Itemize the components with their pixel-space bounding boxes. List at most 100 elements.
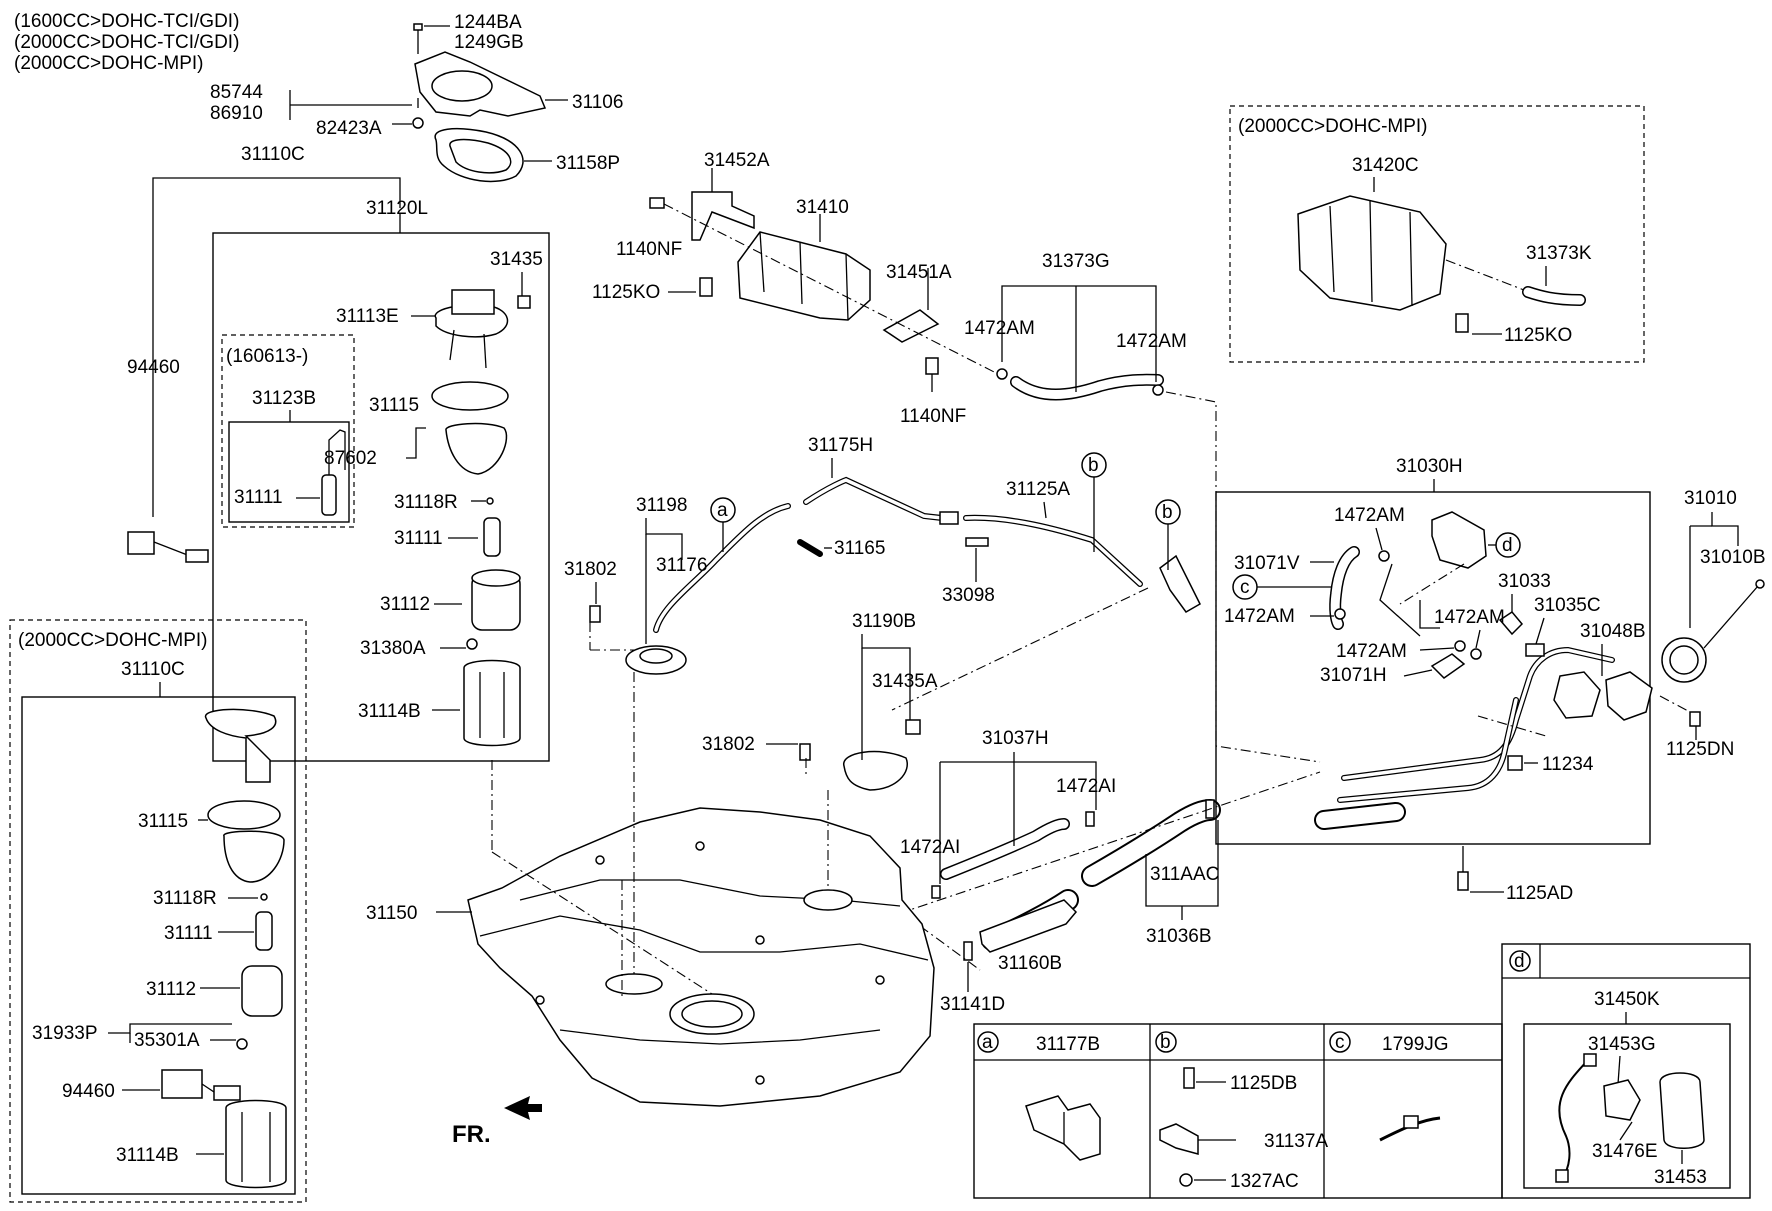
label-31380A: 31380A — [360, 638, 426, 659]
label-31110C-top: 31110C — [241, 144, 305, 165]
o-ring-31118R-icon — [486, 497, 494, 505]
label-1125DN: 1125DN — [1666, 739, 1734, 760]
label-31802-a: 31802 — [564, 559, 617, 580]
o-ring-31115-icon — [431, 381, 509, 411]
nut-1327AC-icon — [1179, 1173, 1193, 1187]
clip-31177B-icon — [1025, 1095, 1101, 1161]
mpi-regulator-icon — [236, 1038, 248, 1050]
label-85744: 85744 — [210, 82, 263, 103]
label-31373K: 31373K — [1526, 243, 1592, 264]
label-1125KO-b: 1125KO — [1504, 325, 1572, 346]
label-1125DB: 1125DB — [1230, 1073, 1297, 1094]
label-31137A: 31137A — [1264, 1131, 1328, 1152]
sender-94460-left — [127, 531, 209, 563]
bracket-31137A-icon — [1159, 1123, 1199, 1155]
label-31435-top: 31435 — [490, 249, 543, 270]
note-mpi-pump: (2000CC>DOHC-MPI) — [18, 630, 208, 651]
connector-31125A-icon — [939, 511, 959, 525]
canister-group — [649, 168, 1164, 401]
mpi-pump-parts — [161, 708, 287, 1189]
mpi-sender-icon — [161, 1069, 203, 1099]
clip-31435-icon — [517, 295, 531, 309]
label-31373G: 31373G — [1042, 251, 1110, 272]
plate-cover-hole — [431, 70, 493, 102]
bolt-1125KO-a-icon — [699, 277, 713, 297]
label-31111-inner: 31111 — [234, 487, 283, 508]
date-variant-box — [221, 334, 355, 528]
fuel-cap-inner — [1669, 645, 1699, 675]
clamp-1472AI-a-icon — [931, 885, 941, 899]
mpi-o-ring-small-icon — [260, 893, 268, 901]
label-31176: 31176 — [656, 555, 707, 576]
label-31476E: 31476E — [1592, 1141, 1658, 1162]
label-1472AM-f: 1472AM — [1336, 641, 1407, 662]
label-31453G: 31453G — [1588, 1034, 1656, 1055]
callout-a-letter: a — [717, 500, 728, 521]
filler-tube-31160B-icon — [979, 899, 1078, 953]
valve-31453G-icon — [1603, 1079, 1641, 1121]
bolt-31802-b-icon — [799, 743, 811, 761]
reservoir-31114B-icon — [463, 659, 521, 747]
legend-d-letter: d — [1514, 951, 1525, 972]
label-31123B: 31123B — [252, 388, 316, 409]
label-1472AM-c: 1472AM — [1334, 505, 1405, 526]
gasket-inner — [449, 138, 512, 174]
label-31036B: 31036B — [1146, 926, 1212, 947]
label-31118R-top: 31118R — [394, 492, 458, 513]
label-31033: 31033 — [1498, 571, 1551, 592]
label-87602: 87602 — [324, 448, 377, 469]
label-31453: 31453 — [1654, 1167, 1707, 1188]
level-sender-icon — [127, 531, 155, 555]
callout-d-letter: d — [1502, 535, 1513, 556]
engine-notes: (1600CC>DOHC-TCI/GDI) (2000CC>DOHC-TCI/G… — [14, 11, 239, 74]
filter-31453-icon — [1659, 1072, 1705, 1149]
label-31115-bot: 31115 — [138, 811, 188, 832]
filler-neck-box — [1215, 491, 1651, 845]
label-82423A: 82423A — [316, 118, 382, 139]
label-31802-b: 31802 — [702, 734, 755, 755]
clamp-1472AM-d-icon — [1334, 608, 1346, 620]
mpi-float-icon — [213, 1085, 241, 1101]
clamp-31141D-icon — [963, 941, 973, 961]
label-31198: 31198 — [636, 495, 687, 516]
label-31115-top: 31115 — [369, 395, 419, 416]
label-33098: 33098 — [942, 585, 995, 606]
label-31111-top: 31111 — [394, 528, 443, 549]
front-marker: FR. — [452, 1121, 491, 1148]
nut-82423a-icon — [412, 117, 424, 129]
label-31030H: 31030H — [1396, 456, 1463, 477]
bolt-1125DB-icon — [1183, 1067, 1195, 1089]
clamp-1472AM-a-icon — [996, 368, 1008, 380]
label-35301A: 35301A — [134, 1030, 200, 1051]
screw-1125DN-icon — [1689, 711, 1701, 727]
label-31435A: 31435A — [872, 671, 938, 692]
label-31177B: 31177B — [1036, 1034, 1100, 1055]
label-31141D: 31141D — [940, 994, 1005, 1015]
clip-31035C-icon — [1525, 643, 1545, 657]
label-31114B-top: 31114B — [358, 701, 421, 722]
float-icon — [185, 549, 209, 563]
mpi-canister-icon — [1297, 195, 1447, 311]
mpi-flange-icon — [205, 708, 277, 783]
connector-d2-icon — [1555, 1169, 1569, 1183]
tank-port-small — [803, 889, 853, 911]
valve-d-icon — [1431, 511, 1487, 569]
label-31165: 31165 — [834, 538, 885, 559]
callout-b-2: b — [1155, 499, 1181, 570]
label-31410: 31410 — [796, 197, 849, 218]
label-31035C: 31035C — [1534, 595, 1601, 616]
label-94460-bot: 94460 — [62, 1081, 115, 1102]
label-31071H: 31071H — [1320, 665, 1387, 686]
callout-b-1: b — [1081, 452, 1107, 552]
callout-a: a — [710, 497, 736, 552]
note-mpi-canister: (2000CC>DOHC-MPI) — [1238, 116, 1428, 137]
label-1140NF-a: 1140NF — [616, 239, 682, 260]
front-arrow-icon — [504, 1096, 542, 1120]
bolt-31802-a-icon — [589, 605, 601, 623]
label-31037H: 31037H — [982, 728, 1049, 749]
bolt-1125AD-icon — [1457, 871, 1469, 891]
legend-c-letter: c — [1335, 1032, 1345, 1053]
callout-d: d — [1488, 532, 1521, 558]
label-31150: 31150 — [366, 903, 417, 924]
